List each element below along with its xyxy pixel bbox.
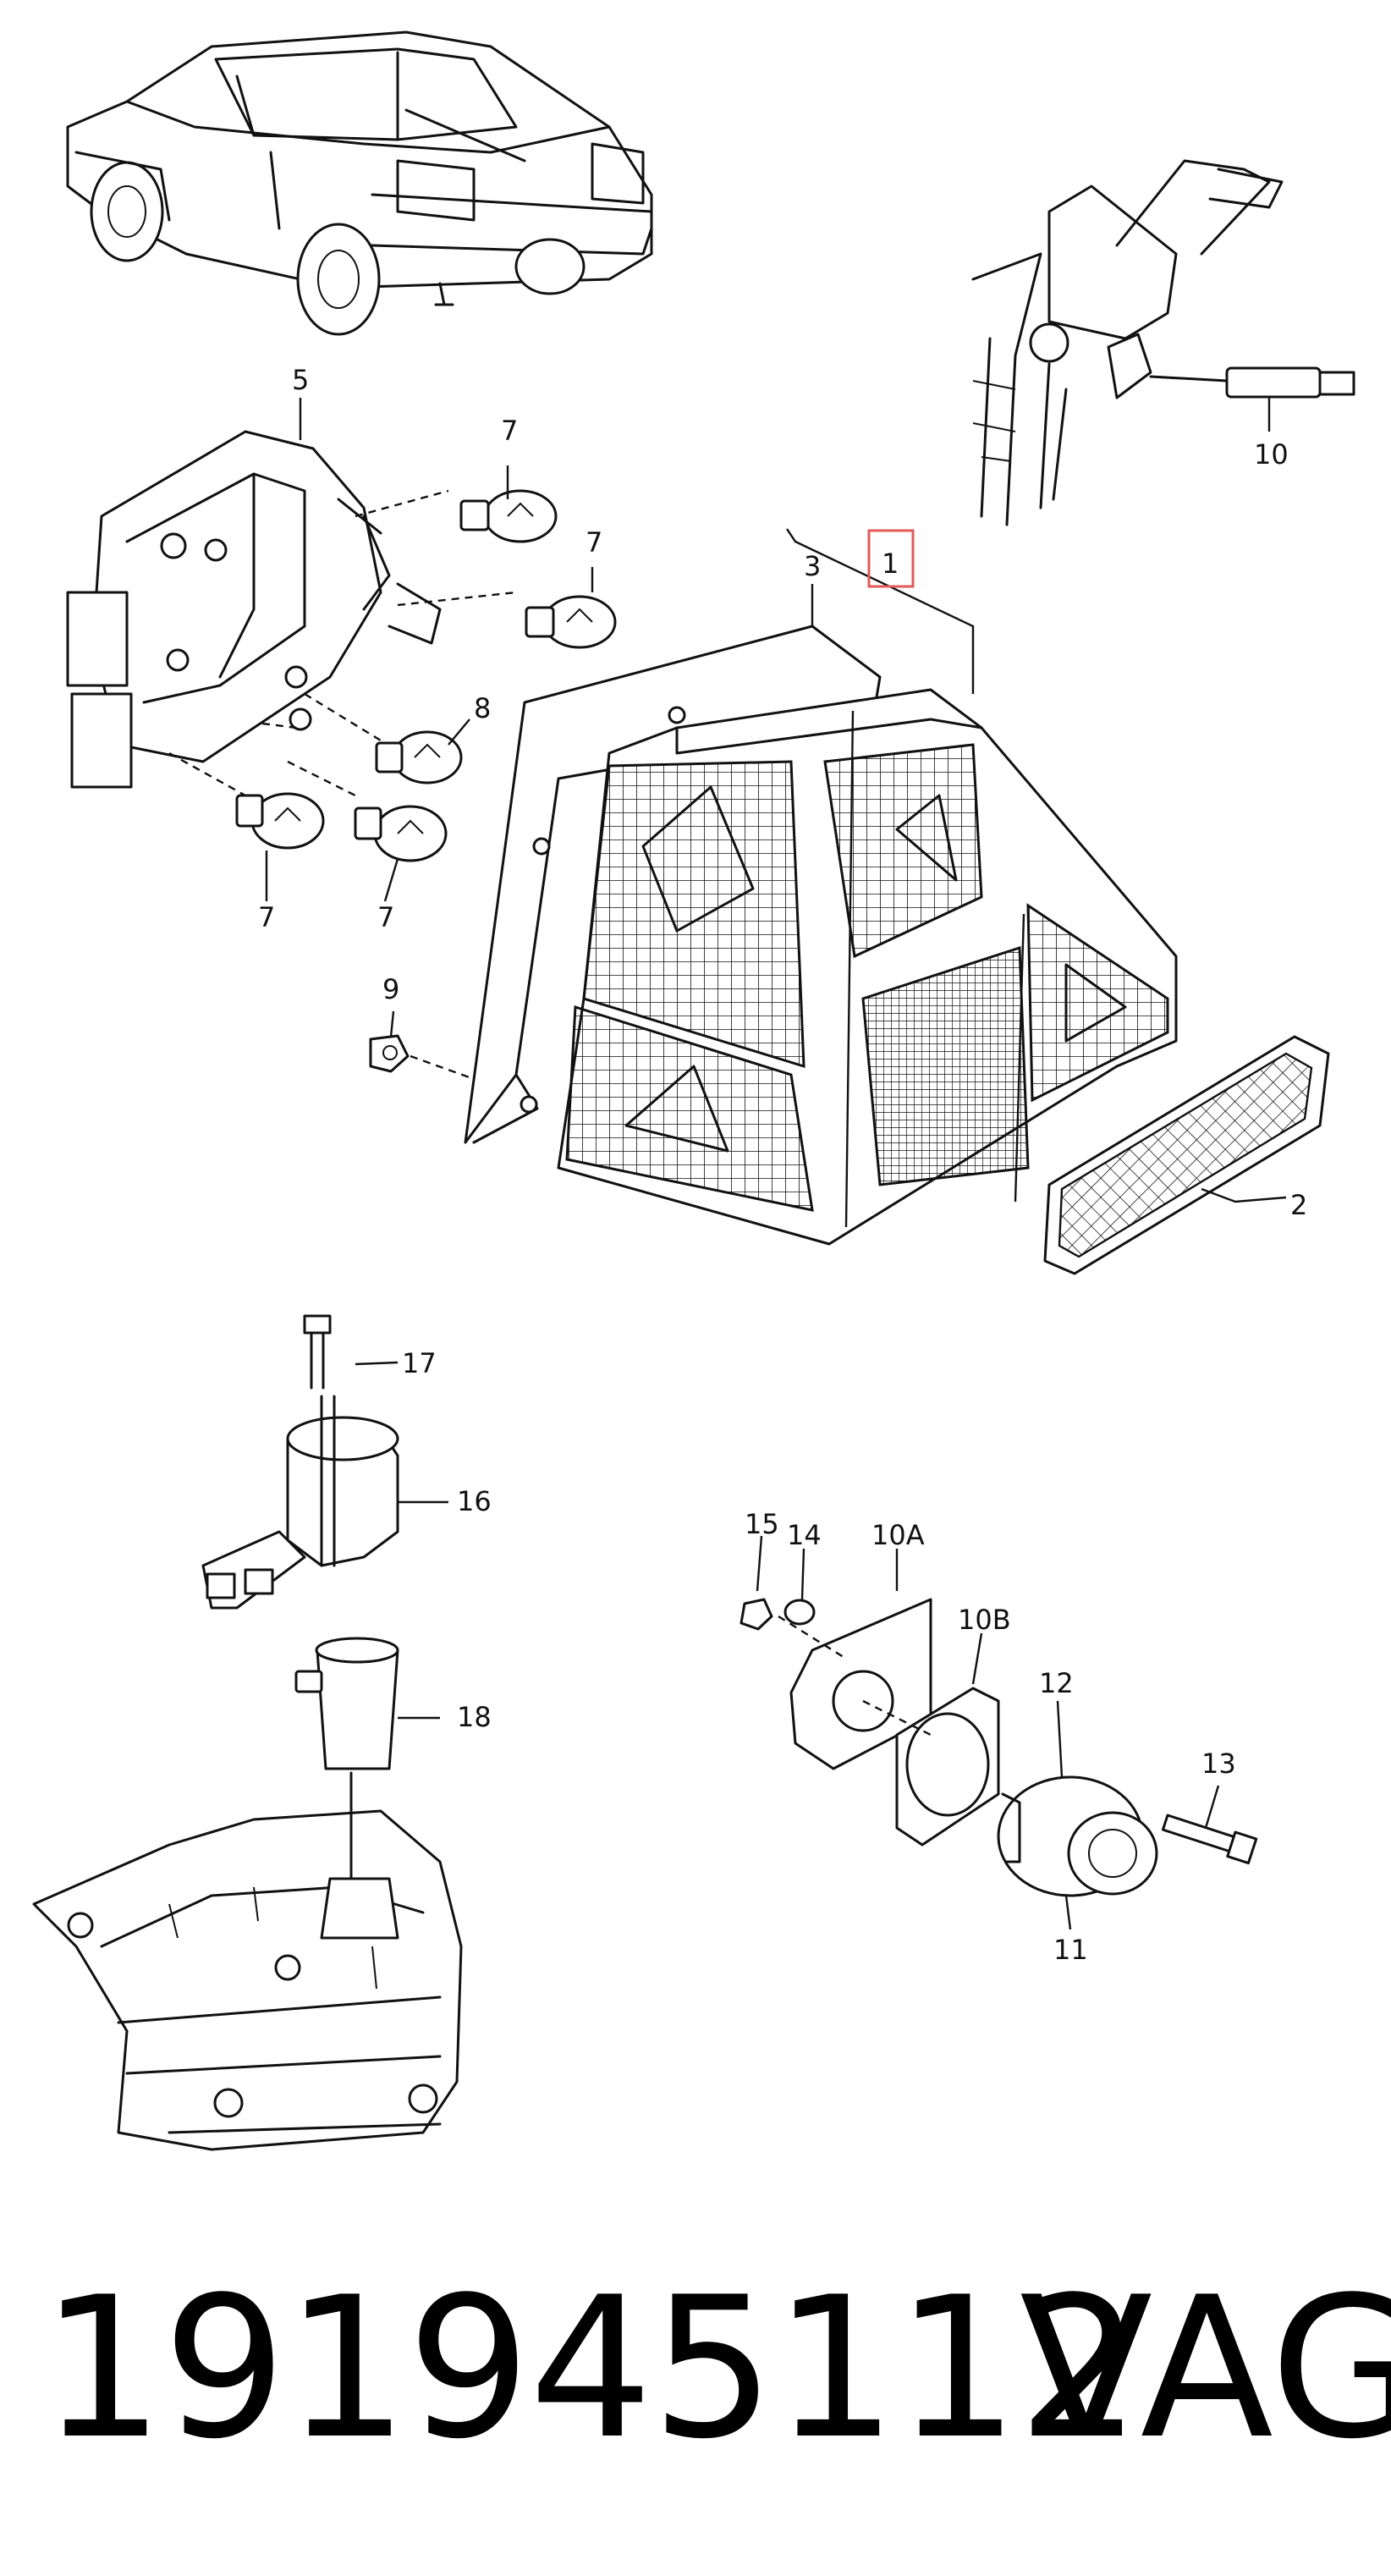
switch-bracket-illustration (971, 159, 1355, 526)
reflector-illustration (1043, 1035, 1330, 1275)
highlight-box (867, 529, 915, 588)
callout-17: 17 (402, 1347, 437, 1379)
part-number: 191945112 (41, 2256, 1141, 2482)
callout-12: 12 (1039, 1667, 1074, 1699)
callout-13: 13 (1201, 1748, 1236, 1780)
sleeve-illustration (294, 1637, 399, 1880)
relay-illustration (201, 1314, 399, 1610)
bulbs-illustration (235, 489, 617, 862)
callout-7-bottom-left: 7 (258, 901, 275, 933)
callout-8: 8 (474, 692, 491, 724)
bulb-holder-illustration (66, 430, 517, 797)
callout-9: 9 (382, 973, 399, 1005)
callout-10b: 10B (958, 1604, 1011, 1636)
nut-illustration (369, 1034, 475, 1081)
callout-10a: 10A (871, 1519, 925, 1551)
callout-5: 5 (292, 364, 309, 396)
callout-15: 15 (745, 1508, 779, 1540)
callout-14: 14 (787, 1519, 822, 1551)
brand-name: VAG (1020, 2256, 1391, 2482)
engine-illustration (32, 1809, 463, 2151)
callout-3: 3 (804, 550, 821, 582)
callout-7-top: 7 (501, 415, 518, 447)
flange-assembly-illustration (739, 1598, 1258, 1897)
callout-7-bottom-right: 7 (377, 901, 394, 933)
callout-10: 10 (1254, 438, 1289, 471)
car-illustration (66, 30, 653, 336)
callout-7-right: 7 (586, 526, 602, 559)
callout-11: 11 (1053, 1934, 1088, 1966)
callout-16: 16 (457, 1485, 492, 1517)
callout-18: 18 (457, 1701, 492, 1733)
callout-1: 1 (882, 548, 899, 580)
callout-labels: 1 2 3 5 7 7 7 7 8 9 10 10A 10B 11 12 13 … (258, 364, 1307, 1966)
tail-lamp-illustration (557, 688, 1178, 1246)
parts-diagram: 1 2 3 5 7 7 7 7 8 9 10 10A 10B 11 12 13 … (32, 30, 1355, 2151)
leader-lines (265, 398, 1287, 1930)
callout-2: 2 (1290, 1189, 1307, 1221)
